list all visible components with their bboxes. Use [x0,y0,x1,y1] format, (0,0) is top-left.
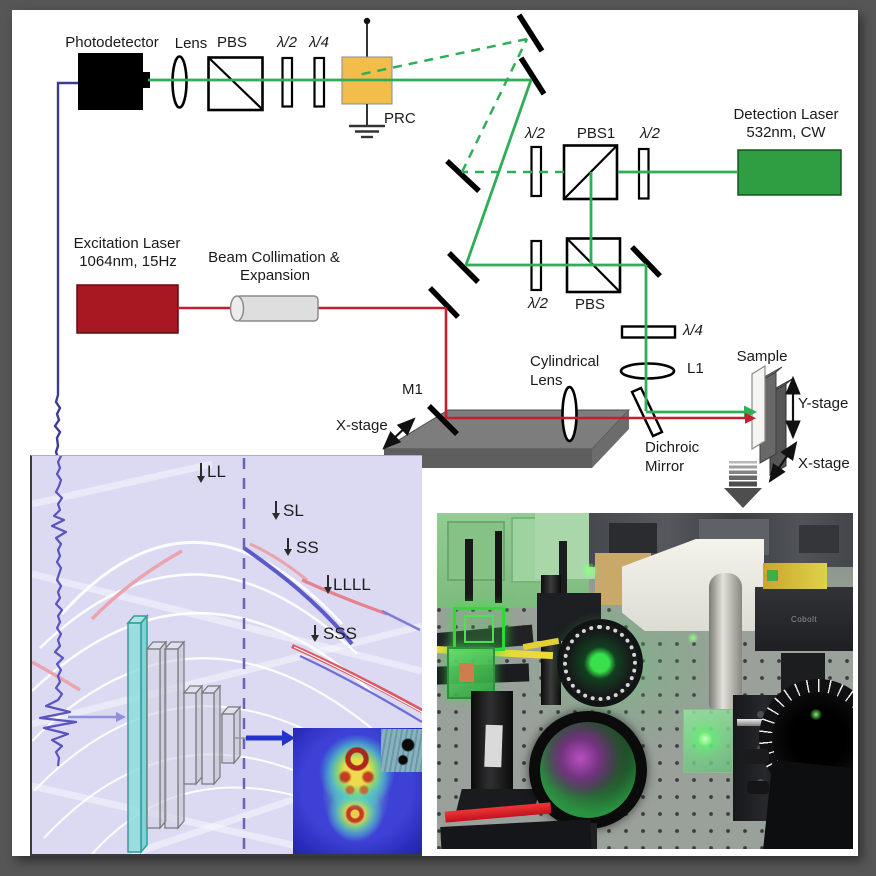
red-beam-paths [178,306,745,420]
background-equipment [609,523,657,553]
beamsplitter-cube-glowing [453,607,505,651]
optical-post [465,539,473,601]
laser-dot [698,732,712,746]
lab-setup-photo: Cobolt [437,513,853,849]
gradcam-heatmap [293,728,422,854]
input-arrow [68,712,126,722]
photodetector [78,53,150,110]
steel-cylinder [709,573,742,709]
network-layer-input [126,613,149,854]
sample-photo-inset [381,729,422,772]
prc-crystal [341,17,393,139]
wave-arrow-sl [271,501,280,520]
background-equipment [799,525,839,553]
green-laser-spot [579,563,599,578]
x-stage-left-arrow [382,417,416,450]
red-arrowhead [745,412,756,424]
wave-arrow-ss [283,538,292,556]
adjustment-knob [743,749,769,764]
cube-face [464,615,494,643]
wave-label-llll: LLLL [333,575,371,594]
laser-driver-box: Cobolt [755,587,853,651]
cobolt-logo: Cobolt [790,614,818,624]
wave-simulation-panel: LL SL SS LLLL SSS [30,455,422,856]
quarter-waveplate-top [313,56,326,108]
down-arrow-fading [724,461,762,508]
pbs-cube-top [207,56,264,112]
mirror-m1 [427,404,459,436]
wave-label-ss: SS [296,538,319,557]
wavefield-plot [32,456,422,854]
green-filter-glass [683,709,733,773]
network-layers-hidden [145,640,242,830]
optical-post [559,541,567,599]
mirror-top-2 [518,56,547,96]
x-stage-right-arrow [768,441,798,483]
green-laser-spot [809,709,823,720]
cylindrical-lens [561,385,578,443]
wave-label-sss: SSS [323,624,358,643]
output-arrow [246,730,295,746]
black-base-plate [762,759,853,849]
beam-expander [229,295,319,322]
green-beam-dashed [357,37,564,174]
mirror-top-1 [516,13,545,53]
wave-arrow-sss [310,625,319,642]
label-sticker [484,724,503,768]
wave-arrow-ll [196,463,205,483]
cube-inner-face [459,663,474,682]
adjustment-knob [747,781,769,794]
lens [171,55,188,109]
wave-label-ll: LL [207,462,226,481]
mirror-probe [447,251,480,284]
quarter-waveplate-2 [620,325,677,339]
detection-laser-box [737,149,842,196]
green-laser-spot [687,633,699,643]
optical-post [495,531,502,603]
wave-label-sl: SL [283,501,304,520]
lens-l1 [619,362,676,380]
waveform-trace [38,456,78,767]
wave-arrow-llll [323,575,332,594]
laser-head [763,563,827,589]
signal-cable [53,81,78,459]
screw-dots [757,711,764,718]
laser-head-label [767,570,778,581]
excitation-laser-box [76,284,179,334]
mirror-right [630,245,662,278]
rotation-mount-small [563,625,637,701]
mirror-reference [445,158,481,194]
half-waveplate-top [281,56,294,108]
mirror-excitation [428,286,460,319]
